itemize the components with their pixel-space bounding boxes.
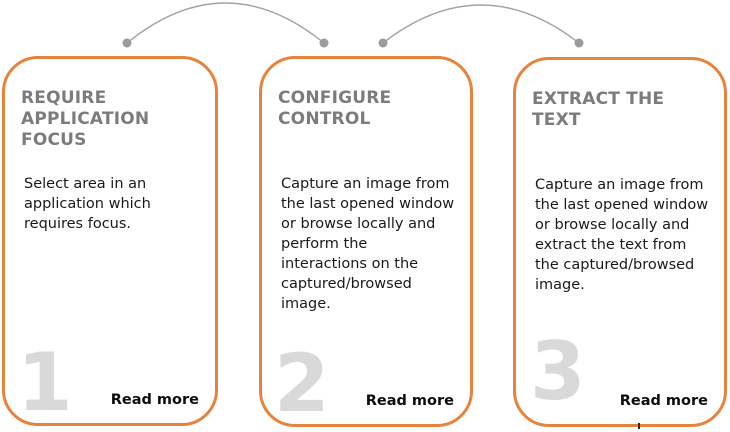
read-more-link[interactable]: Read more: [619, 393, 708, 409]
step-number: 3: [530, 325, 586, 418]
connector-dot: [574, 38, 584, 48]
connector-dot: [122, 38, 132, 48]
step-number: 2: [274, 337, 330, 430]
read-more-link[interactable]: Read more: [365, 393, 454, 409]
step-title: REQUIRE APPLICATION FOCUS: [21, 88, 150, 150]
step-card-require-application-focus: REQUIRE APPLICATION FOCUS Select area in…: [2, 56, 218, 426]
stray-mark: [638, 423, 640, 429]
step-title: EXTRACT THE TEXT: [532, 89, 665, 130]
connector-dot: [319, 38, 329, 48]
connector-arcs: [122, 2, 584, 48]
step-card-configure-control: CONFIGURE CONTROL Capture an image from …: [259, 56, 473, 427]
step-number: 1: [17, 336, 73, 429]
arc-step2-step3: [382, 4, 580, 44]
step-description: Capture an image from the last opened wi…: [535, 177, 709, 293]
connector-dot: [378, 38, 388, 48]
read-more-link[interactable]: Read more: [110, 392, 199, 408]
step-description: Capture an image from the last opened wi…: [281, 176, 455, 312]
step-description: Select area in an application which requ…: [24, 176, 151, 232]
arc-step1-step2: [126, 2, 325, 44]
step-title: CONFIGURE CONTROL: [278, 88, 392, 129]
step-card-extract-the-text: EXTRACT THE TEXT Capture an image from t…: [513, 57, 727, 427]
